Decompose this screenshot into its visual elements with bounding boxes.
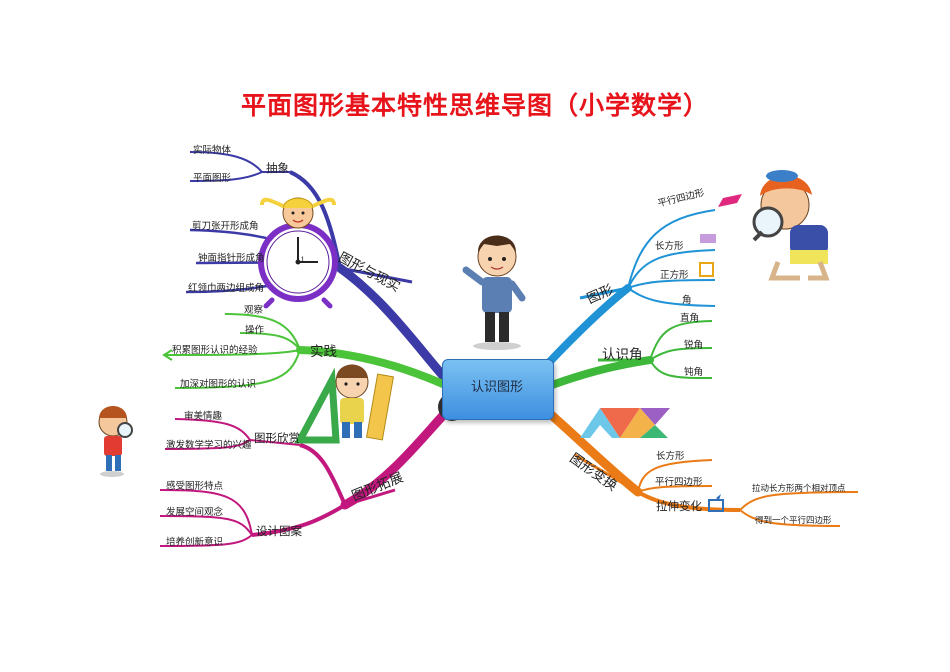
leaf-t-parallelogram-label[interactable]: 平行四边形: [655, 477, 703, 488]
leaf-real-object-label[interactable]: 实际物体: [193, 145, 232, 156]
node-abstract[interactable]: 抽象: [266, 161, 289, 175]
arrow-left: [162, 349, 173, 361]
node-stretch[interactable]: 拉伸变化: [656, 499, 702, 513]
leaf-rectangle-label[interactable]: 长方形: [655, 241, 684, 252]
stretch-icon: [708, 494, 724, 512]
leaf-right-angle-label[interactable]: 直角: [680, 313, 700, 324]
leaf-operate: [239, 332, 301, 351]
center-node-label: 认识图形: [470, 380, 523, 395]
leaf-obtuse: [649, 359, 713, 379]
leaf-space: [159, 515, 253, 536]
leaf-pull-corners-label[interactable]: 拉动长方形两个相对顶点: [752, 484, 846, 494]
branch-appreciate-underline: [249, 439, 301, 446]
girl-icon: [260, 197, 336, 229]
leaf-parallelogram: [627, 209, 716, 289]
leaf-plane-figure: [189, 171, 263, 182]
page-title: 平面图形基本特性思维导图（小学数学）: [240, 91, 709, 120]
leaf-interest: [164, 439, 251, 450]
branch-reality-trunk: [335, 263, 450, 383]
leaf-observe-label[interactable]: 观察: [244, 305, 264, 316]
leaf-feel: [159, 489, 253, 536]
leaf-rectangle: [627, 249, 716, 289]
leaf-t-rectangle: [637, 459, 713, 493]
branch-practice-underline: [299, 348, 343, 358]
branch-extend-trunk: [340, 405, 453, 510]
leaf-real-object: [189, 151, 263, 173]
square-icon: [699, 262, 714, 277]
leaf-get-parallelogram-label[interactable]: 得到一个平行四边形: [755, 516, 832, 526]
leaf-feel-label[interactable]: 感受图形特点: [166, 481, 224, 492]
child-magnifier-icon: [98, 406, 133, 477]
clock-icon: [258, 222, 338, 309]
leaf-t-parallelogram: [637, 485, 713, 493]
leaf-aesthetic-label[interactable]: 审美情趣: [184, 411, 223, 422]
leaf-operate-label[interactable]: 操作: [245, 325, 265, 336]
parallelogram-icon: [718, 194, 742, 207]
branch-practice-label[interactable]: 实践: [310, 344, 337, 360]
leaf-acute-label[interactable]: 锐角: [684, 340, 704, 351]
leaf-acute: [649, 347, 713, 361]
leaf-square: [627, 279, 716, 289]
leaf-space-label[interactable]: 发展空间观念: [166, 507, 224, 518]
branch-design: [251, 503, 347, 537]
branch-transform-trunk: [543, 407, 643, 497]
leaf-t-rectangle-label[interactable]: 长方形: [656, 451, 685, 462]
leaf-observe: [224, 313, 301, 351]
leaf-deepen: [174, 349, 301, 389]
node-design[interactable]: 设计图案: [256, 524, 302, 538]
boy-icon: [462, 235, 526, 350]
leaf-plane-figure-label[interactable]: 平面图形: [193, 173, 232, 184]
branch-angle-trunk: [548, 356, 654, 389]
leaf-right-angle: [649, 320, 713, 361]
leaf-scissors-label[interactable]: 剪刀张开形成角: [192, 221, 259, 232]
branch-angle-label[interactable]: 认识角: [602, 347, 643, 363]
leaf-deepen-label[interactable]: 加深对图形的认识: [180, 379, 257, 390]
leaf-accumulate-label[interactable]: 积累图形认识的经验: [172, 345, 258, 356]
tangram-icon: [580, 408, 670, 438]
leaf-innovate: [159, 534, 253, 547]
leaf-scarf-label[interactable]: 红领巾两边组成角: [188, 283, 265, 294]
branch-transform-underline: [574, 453, 639, 494]
boy-magnifier-icon: [752, 170, 830, 281]
rectangle-icon: [700, 234, 716, 243]
node-appreciate[interactable]: 图形欣赏: [254, 431, 300, 445]
leaf-interest-label[interactable]: 激发数学学习的兴趣: [166, 440, 252, 451]
leaf-accumulate: [164, 349, 301, 356]
branch-appreciate: [299, 443, 347, 506]
branch-shapes-underline: [579, 286, 629, 300]
leaf-angle-label[interactable]: 角: [682, 295, 692, 306]
leaf-square-label[interactable]: 正方形: [660, 270, 689, 281]
leaf-pull-corners: [739, 491, 859, 511]
leaf-clock-hands-label[interactable]: 钟面指针形成角: [198, 253, 265, 264]
branch-reality-underline: [339, 266, 413, 284]
leaf-aesthetic: [174, 418, 251, 441]
leaf-angle: [627, 287, 716, 307]
center-node[interactable]: [442, 359, 554, 420]
boy-ruler-icon: [294, 364, 395, 444]
leaf-obtuse-label[interactable]: 钝角: [684, 367, 704, 378]
branch-extend-underline: [344, 488, 396, 507]
clock-number: 11: [296, 256, 305, 264]
branch-stretch: [636, 490, 741, 512]
leaf-innovate-label[interactable]: 培养创新意识: [166, 537, 224, 548]
leaf-get-parallelogram: [739, 509, 841, 527]
